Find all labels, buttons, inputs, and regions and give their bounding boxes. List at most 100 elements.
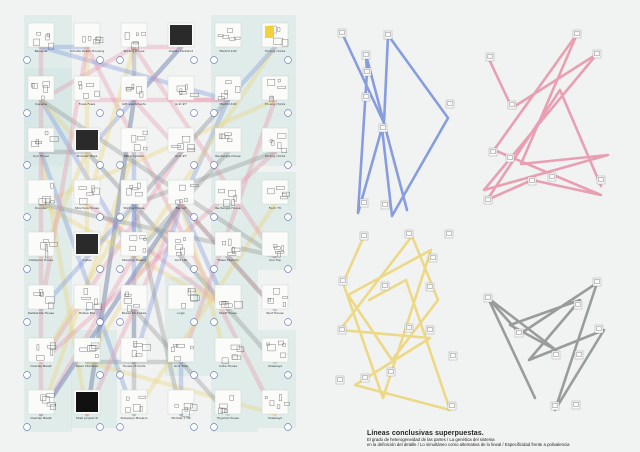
mesh-line: [178, 201, 278, 312]
number-badge: [96, 265, 104, 273]
mesh-line: [38, 149, 137, 417]
thumbnail-sketch: [137, 136, 146, 141]
thumbnail-label: Hollow Box: [79, 311, 96, 315]
thumbnail-sketch: [40, 394, 47, 401]
thumbnail-sketch: [187, 144, 195, 150]
panel-thumbnail-sketch: [363, 94, 369, 99]
mesh-line: [38, 97, 278, 259]
thumbnail-label: Roof House: [266, 311, 283, 315]
panel-thumbnail: [592, 49, 602, 59]
number-badge: [96, 318, 104, 326]
panel-thumbnail: [378, 123, 388, 133]
thumbnail-sketch: [83, 288, 88, 295]
number-badge: [190, 371, 198, 379]
panel-thumbnail: [448, 351, 458, 361]
thumbnail-sketch: [124, 293, 132, 297]
thumbnail-sketch: [221, 357, 229, 364]
thumbnail-sketch: [44, 131, 49, 136]
thumbnail-sketch: [277, 251, 281, 258]
thumbnail-sketch: [142, 130, 148, 135]
mesh-line: [84, 201, 231, 312]
panel-path: [340, 31, 450, 218]
thumbnail-label: Sideways: [268, 416, 283, 420]
panel-thumbnail-sketch: [430, 255, 436, 260]
thumbnail-sketch: [284, 402, 290, 406]
thumbnail-cell: Shell project III: [73, 389, 104, 431]
thumbnail-sketch: [133, 343, 143, 347]
thumbnail-label: Grid #7: [175, 154, 187, 158]
thumbnail-frame: [261, 389, 289, 415]
panel-thumbnail-sketch: [388, 369, 394, 374]
mesh-line: [84, 359, 278, 417]
thumbnail-sketch: [42, 81, 50, 88]
thumbnail-sketch: [183, 237, 186, 241]
thumbnail-cell: Logo: [167, 284, 200, 326]
thumbnail-sketch: [280, 352, 287, 358]
panel-thumbnail: [360, 373, 370, 383]
panel-thumbnail: [551, 350, 561, 360]
thumbnail-sketch: [179, 88, 183, 95]
thumbnail-sketch: [79, 198, 88, 205]
thumbnail-sketch: [282, 296, 288, 299]
panel-thumbnail: [338, 276, 348, 286]
thumbnail-sketch: [227, 138, 233, 142]
thumbnail-label: Catalyme House: [29, 258, 54, 262]
thumbnail-label: Bauspiel: [35, 49, 48, 53]
thumbnail-sketch: [273, 37, 283, 45]
thumbnail-cell: Open Interface: [73, 337, 104, 379]
thumbnail-sketch: [236, 346, 245, 352]
thumbnail-label: 70 eng chicks: [265, 49, 286, 53]
panel-pink-lines: [482, 29, 610, 205]
panel-thumbnail-sketch: [516, 330, 522, 335]
number-badge: [116, 318, 124, 326]
mesh-line: [84, 149, 231, 312]
mesh-line: [84, 44, 278, 417]
thumbnail-cell: Sideways: [261, 337, 292, 379]
mesh-line: [178, 201, 231, 365]
thumbnail-label: Grid #7: [175, 102, 187, 106]
thumbnail-cell: Cube House: [210, 337, 245, 379]
number-badge: [116, 56, 124, 64]
number-badge: [210, 109, 218, 117]
thumbnail-cell: Module 1 Tilt: [167, 389, 198, 431]
panel-thumbnail: [447, 401, 457, 411]
number-badge: [23, 371, 31, 379]
thumbnail-sketch: [46, 393, 55, 398]
thumbnail-frame: [27, 22, 55, 48]
thumbnail-label: Cube House: [219, 364, 237, 368]
mesh-line: [38, 253, 137, 417]
thumbnail-cell: 70 eng chicks: [261, 22, 292, 64]
thumbnail-image: [265, 26, 274, 38]
number-badge: [96, 423, 104, 431]
panel-thumbnail-sketch: [594, 279, 600, 284]
thumbnail-cell: House of Cards: [116, 337, 151, 379]
thumbnail-sketch: [127, 305, 132, 313]
thumbnail-sketch: [179, 199, 183, 203]
panel-thumbnail: [359, 198, 369, 208]
thumbnail-sketch: [270, 96, 274, 100]
thumbnail-frame: [27, 75, 55, 101]
panel-thumbnail: [507, 100, 517, 110]
thumbnail-sketch: [171, 144, 181, 148]
thumbnail-sketch: [183, 403, 193, 409]
thumbnail-label: Schulte Rosen Housing: [70, 49, 105, 53]
panel-thumbnail-sketch: [573, 402, 579, 407]
number-badge: [96, 371, 104, 379]
thumbnail-sketch: [131, 42, 140, 50]
thumbnail-label: 70 eng chicks: [265, 154, 286, 158]
mesh-line: [38, 97, 231, 312]
number-badge: [284, 423, 292, 431]
thumbnail-sketch: [183, 198, 188, 202]
panel-thumbnail-sketch: [364, 69, 370, 74]
thumbnail-sketch: [217, 96, 225, 101]
thumbnail-label: Sideways: [268, 364, 283, 368]
number-badge: [210, 161, 218, 169]
thumbnail-cell: Sun House: [23, 127, 59, 169]
number-badge: [96, 56, 104, 64]
thumbnail-sketch: [267, 79, 276, 86]
thumbnail-frame: [120, 389, 148, 415]
panel-thumbnail: [574, 350, 584, 360]
thumbnail-cell: Tower Pavilion: [210, 231, 242, 273]
number-badge: [284, 109, 292, 117]
